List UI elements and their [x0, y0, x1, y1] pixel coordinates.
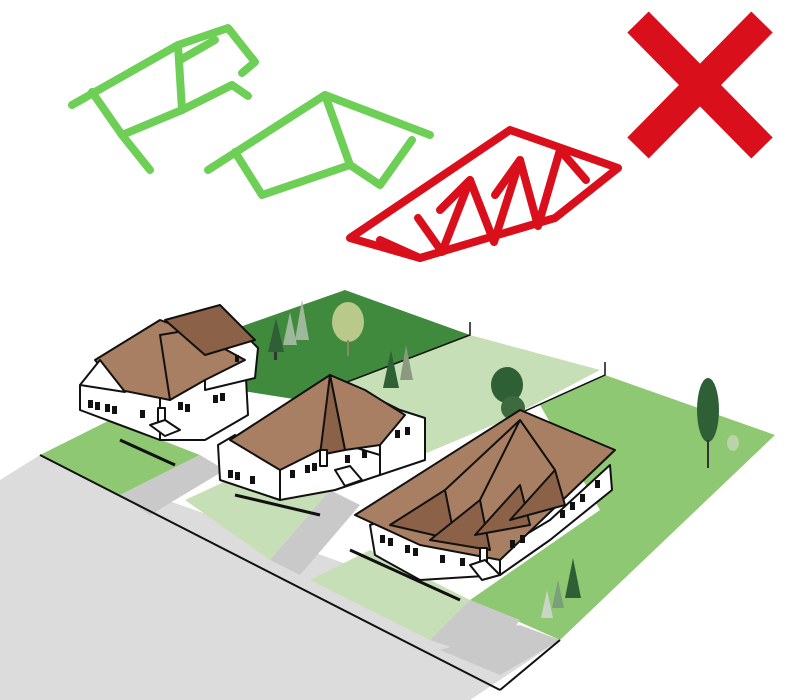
house-cross-gable [80, 305, 258, 440]
tree-small [727, 435, 739, 451]
house-door [320, 450, 327, 466]
hip-roof-outline [208, 95, 430, 195]
cross-icon [638, 22, 762, 148]
long-multi-gable-roof-outline [350, 130, 618, 258]
gable-roof-outline [72, 28, 255, 170]
